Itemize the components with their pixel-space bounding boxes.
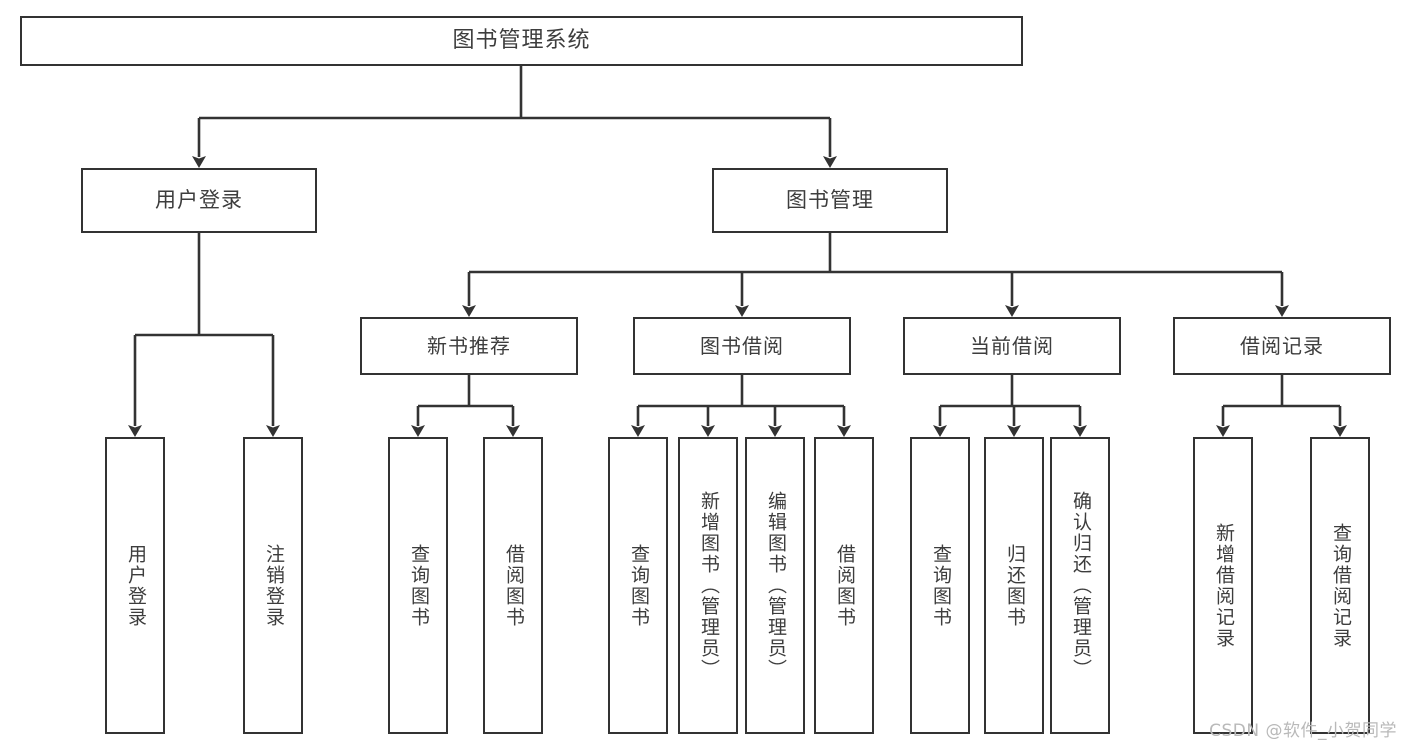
node-leaf-borrow-book-1[interactable]: 借阅图书 bbox=[483, 437, 543, 734]
node-label: 新增借阅记录 bbox=[1212, 522, 1235, 649]
node-label: 用户登录 bbox=[124, 543, 147, 628]
node-leaf-user-login[interactable]: 用户登录 bbox=[105, 437, 165, 734]
node-current-borrow[interactable]: 当前借阅 bbox=[903, 317, 1121, 375]
node-leaf-add-record[interactable]: 新增借阅记录 bbox=[1193, 437, 1253, 734]
node-label: 新书推荐 bbox=[427, 333, 511, 358]
node-label: 查询借阅记录 bbox=[1329, 522, 1352, 649]
node-label: 查询图书 bbox=[407, 543, 430, 628]
node-label: 查询图书 bbox=[627, 543, 650, 628]
node-label: 借阅图书 bbox=[502, 543, 525, 628]
node-new-book-recommend[interactable]: 新书推荐 bbox=[360, 317, 578, 375]
node-leaf-borrow-book-2[interactable]: 借阅图书 bbox=[814, 437, 874, 734]
node-label: 图书借阅 bbox=[700, 333, 784, 358]
node-leaf-edit-book[interactable]: 编辑图书（管理员） bbox=[745, 437, 805, 734]
node-leaf-query-book-1[interactable]: 查询图书 bbox=[388, 437, 448, 734]
node-root[interactable]: 图书管理系统 bbox=[20, 16, 1023, 66]
node-label: 查询图书 bbox=[929, 543, 952, 628]
csdn-watermark: CSDN @软件_小贺同学 bbox=[1209, 721, 1397, 741]
node-book-manage[interactable]: 图书管理 bbox=[712, 168, 948, 233]
node-label: 图书管理 bbox=[786, 188, 874, 213]
node-book-borrow[interactable]: 图书借阅 bbox=[633, 317, 851, 375]
node-leaf-add-book[interactable]: 新增图书（管理员） bbox=[678, 437, 738, 734]
node-leaf-query-record[interactable]: 查询借阅记录 bbox=[1310, 437, 1370, 734]
node-leaf-query-book-3[interactable]: 查询图书 bbox=[910, 437, 970, 734]
node-label: 新增图书（管理员） bbox=[697, 491, 720, 680]
node-label: 借阅图书 bbox=[833, 543, 856, 628]
node-label: 归还图书 bbox=[1003, 543, 1026, 628]
node-leaf-return-book[interactable]: 归还图书 bbox=[984, 437, 1044, 734]
node-label: 确认归还（管理员） bbox=[1069, 491, 1092, 680]
node-label: 编辑图书（管理员） bbox=[764, 491, 787, 680]
node-label: 注销登录 bbox=[262, 543, 285, 628]
node-leaf-query-book-2[interactable]: 查询图书 bbox=[608, 437, 668, 734]
node-user-login[interactable]: 用户登录 bbox=[81, 168, 317, 233]
node-label: 借阅记录 bbox=[1240, 333, 1324, 358]
node-label: 用户登录 bbox=[155, 188, 243, 213]
node-leaf-logout[interactable]: 注销登录 bbox=[243, 437, 303, 734]
node-leaf-confirm-return[interactable]: 确认归还（管理员） bbox=[1050, 437, 1110, 734]
node-label: 当前借阅 bbox=[970, 333, 1054, 358]
node-borrow-record[interactable]: 借阅记录 bbox=[1173, 317, 1391, 375]
node-label: 图书管理系统 bbox=[452, 28, 591, 54]
